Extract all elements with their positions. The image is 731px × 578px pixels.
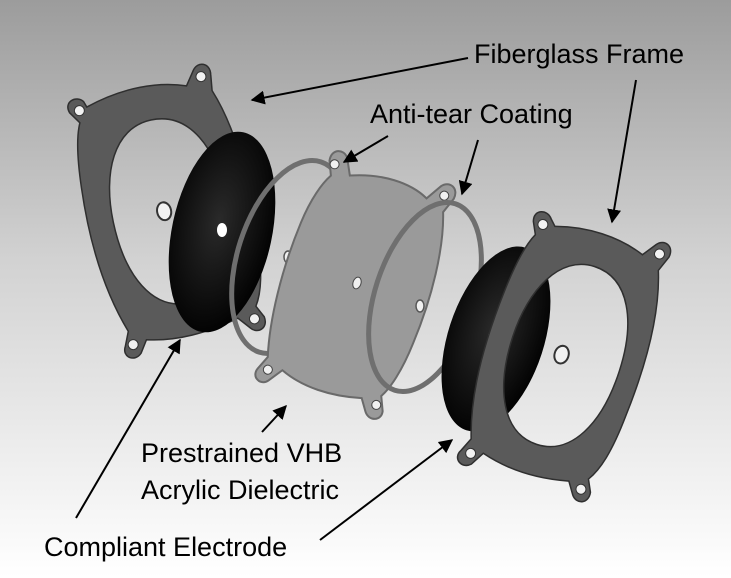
label-prestrained-line2: Acrylic Dielectric: [141, 475, 339, 505]
arrow-dielectric: [261, 404, 287, 433]
label-anti-tear-coating: Anti-tear Coating: [370, 99, 573, 129]
arrow-fiberglass-left: [250, 57, 469, 105]
right-ring-hole-icon: [415, 299, 425, 313]
arrow-electrode-left: [75, 338, 181, 519]
arrow-coating-right: [458, 139, 479, 196]
right-fiberglass-frame: [456, 211, 672, 503]
arrow-fiberglass-right: [607, 79, 637, 224]
label-compliant-electrode: Compliant Electrode: [44, 532, 287, 562]
label-prestrained-line1: Prestrained VHB: [141, 438, 342, 468]
left-compliant-electrode: [168, 131, 276, 333]
arrow-electrode-right: [319, 439, 454, 541]
dielectric-membrane: [254, 150, 457, 420]
label-arrows: [75, 57, 637, 541]
label-fiberglass-frame: Fiberglass Frame: [474, 39, 684, 69]
arrow-coating-left: [342, 135, 389, 163]
